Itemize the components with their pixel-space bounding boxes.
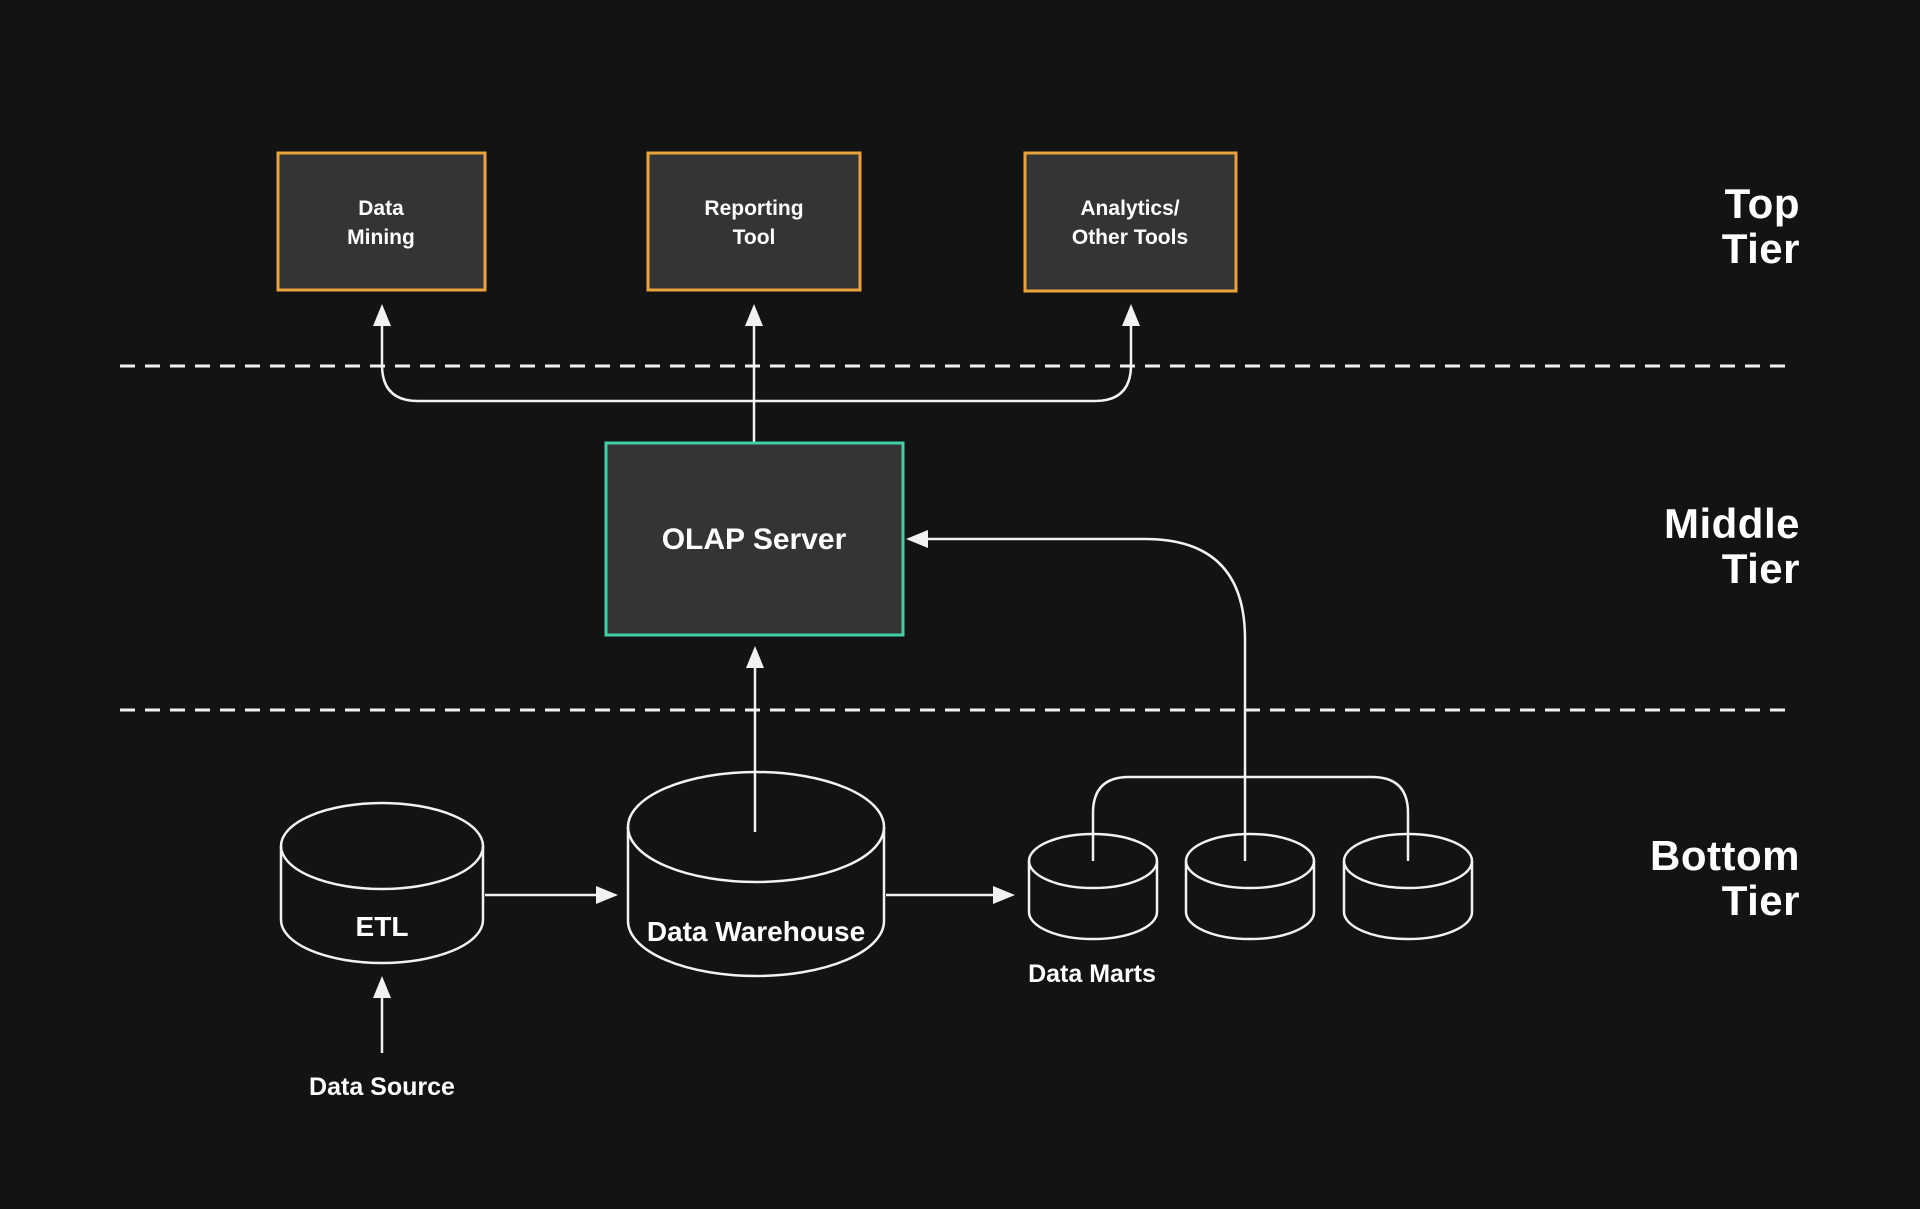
- node-analytics-other-tools: Analytics/ Other Tools: [1023, 151, 1238, 293]
- etl-cylinder-body: [279, 846, 485, 965]
- node-data-marts: Data Marts: [1027, 832, 1474, 988]
- reporting-tool-label-line2: Tool: [733, 226, 776, 249]
- node-etl: ETL: [279, 801, 485, 965]
- node-data-warehouse: Data Warehouse: [626, 770, 886, 978]
- data-warehouse-label: Data Warehouse: [647, 916, 865, 947]
- analytics-box: [1023, 151, 1238, 293]
- reporting-tool-box: [646, 151, 862, 292]
- arrowhead-to-data-mining: [373, 304, 391, 326]
- arrowhead-to-marts: [993, 886, 1015, 904]
- data-mining-box: [276, 151, 487, 292]
- top-tier-label-line2: Tier: [1722, 225, 1800, 272]
- data-mart-cylinder-3-top: [1342, 832, 1474, 890]
- etl-cylinder-top: [279, 801, 485, 891]
- reporting-tool-label-line1: Reporting: [704, 197, 803, 220]
- arrowhead-into-olap-right: [906, 530, 928, 548]
- connector-marts-to-olap: [927, 537, 1247, 861]
- bottom-tier-label-line2: Tier: [1722, 877, 1800, 924]
- analytics-label-line2: Other Tools: [1072, 226, 1188, 249]
- data-mining-label-line1: Data: [358, 197, 404, 220]
- middle-tier-label-line1: Middle: [1664, 500, 1800, 547]
- data-mart-cylinder-3-body: [1342, 861, 1474, 941]
- etl-label: ETL: [356, 911, 409, 942]
- tier-labels: Top Tier Middle Tier Bottom Tier: [1650, 180, 1800, 924]
- olap-server-label: OLAP Server: [662, 523, 847, 556]
- olap-server-box: [604, 441, 905, 637]
- data-mart-cylinder-2-top: [1184, 832, 1316, 890]
- arrowhead-to-warehouse: [596, 886, 618, 904]
- warehouse-cylinder-body: [626, 827, 886, 978]
- arrowhead-to-reporting: [745, 304, 763, 326]
- warehouse-cylinder-top: [626, 770, 886, 884]
- bottom-tier-label-line1: Bottom: [1650, 832, 1800, 879]
- middle-tier-label-line2: Tier: [1722, 545, 1800, 592]
- data-mart-cylinder-2-body: [1184, 861, 1316, 941]
- connector-data-marts-bus: [1091, 775, 1410, 861]
- data-mart-cylinder-1-body: [1027, 861, 1159, 941]
- connectors: [373, 304, 1410, 1053]
- node-data-mining: Data Mining: [276, 151, 487, 292]
- arrowhead-to-olap-bottom: [746, 646, 764, 668]
- analytics-label-line1: Analytics/: [1080, 197, 1179, 220]
- data-mining-label-line2: Mining: [347, 226, 415, 249]
- data-source-label: Data Source: [309, 1073, 455, 1101]
- node-olap-server: OLAP Server: [604, 441, 905, 637]
- top-tier-label-line1: Top: [1725, 180, 1800, 227]
- arrowhead-to-etl: [373, 976, 391, 998]
- arrowhead-to-analytics: [1122, 304, 1140, 326]
- data-marts-label: Data Marts: [1028, 960, 1156, 988]
- node-reporting-tool: Reporting Tool: [646, 151, 862, 292]
- connector-olap-to-side-tools: [380, 325, 1133, 403]
- data-mart-cylinder-1-top: [1027, 832, 1159, 890]
